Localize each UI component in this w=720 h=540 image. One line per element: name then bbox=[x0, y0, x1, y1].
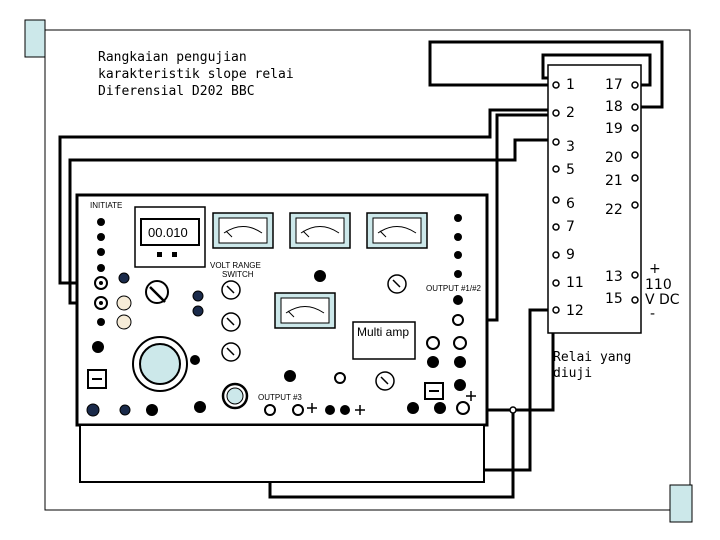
junction-node bbox=[509, 406, 517, 414]
terminal-label-18: 18 bbox=[605, 99, 623, 115]
terminal-label-17: 17 bbox=[605, 77, 623, 93]
output-3-label: OUTPUT #3 bbox=[258, 393, 302, 402]
terminal-label-15: 15 bbox=[605, 291, 623, 307]
volt-range-label-line-1: VOLT RANGE bbox=[210, 261, 261, 270]
terminal-label-21: 21 bbox=[605, 173, 623, 189]
timer-led-1 bbox=[157, 252, 162, 257]
terminal-label-19: 19 bbox=[605, 121, 623, 137]
terminal-label-1: 1 bbox=[566, 77, 575, 93]
timer-led-2 bbox=[172, 252, 177, 257]
meter-3 bbox=[366, 212, 428, 249]
terminal-label-6: 6 bbox=[566, 196, 575, 212]
terminal-label-20: 20 bbox=[605, 150, 623, 166]
supply-unit: V DC bbox=[645, 292, 680, 308]
jack-output-b-pin bbox=[99, 301, 103, 305]
corner-box-top-left bbox=[24, 19, 46, 58]
left-jacks bbox=[97, 218, 105, 326]
jack-output-a-pin bbox=[99, 281, 103, 285]
title-line-2: karakteristik slope relai bbox=[98, 67, 294, 82]
panel-controls[interactable] bbox=[86, 214, 470, 417]
frame-bottom-left bbox=[44, 57, 670, 511]
wiring bbox=[58, 40, 664, 499]
frame-top-right bbox=[44, 29, 691, 485]
terminal-label-11: 11 bbox=[566, 275, 584, 291]
relay-right-pins bbox=[631, 81, 639, 304]
terminal-label-5: 5 bbox=[566, 162, 575, 178]
terminal-label-3: 3 bbox=[566, 139, 575, 155]
corner-box-bottom-right bbox=[669, 484, 693, 523]
title-line-3: Diferensial D202 BBC bbox=[98, 84, 255, 99]
volt-range-label-line-2: SWITCH bbox=[222, 270, 254, 279]
title-line-1: Rangkaian pengujian bbox=[98, 50, 247, 65]
terminal-label-13: 13 bbox=[605, 269, 623, 285]
relay-caption-line-2: diuji bbox=[553, 366, 592, 381]
terminal-label-22: 22 bbox=[605, 202, 623, 218]
supply-minus: - bbox=[650, 306, 655, 322]
multi-amp-label: Multi amp bbox=[357, 325, 409, 339]
terminal-label-12: 12 bbox=[566, 303, 584, 319]
supply-voltage: 110 bbox=[645, 277, 672, 293]
timer-display bbox=[140, 218, 200, 246]
terminal-label-9: 9 bbox=[566, 247, 575, 263]
supply-plus: + bbox=[649, 261, 661, 277]
relay-box bbox=[547, 64, 642, 334]
timer-value: 00.010 bbox=[148, 225, 188, 240]
multi-amp-box bbox=[352, 321, 416, 360]
terminal-label-7: 7 bbox=[566, 219, 575, 235]
initiate-label: INITIATE bbox=[90, 201, 122, 210]
meter-1 bbox=[212, 212, 274, 249]
meter-4 bbox=[274, 292, 336, 329]
relay-caption-line-1: Relai yang bbox=[553, 350, 631, 365]
terminal-label-2: 2 bbox=[566, 105, 575, 121]
polarity-marks bbox=[307, 391, 476, 415]
relay-left-pins bbox=[552, 81, 560, 314]
meter-2 bbox=[289, 212, 351, 249]
test-set-base bbox=[79, 424, 485, 483]
output-1-2-label: OUTPUT #1/#2 bbox=[426, 284, 482, 293]
